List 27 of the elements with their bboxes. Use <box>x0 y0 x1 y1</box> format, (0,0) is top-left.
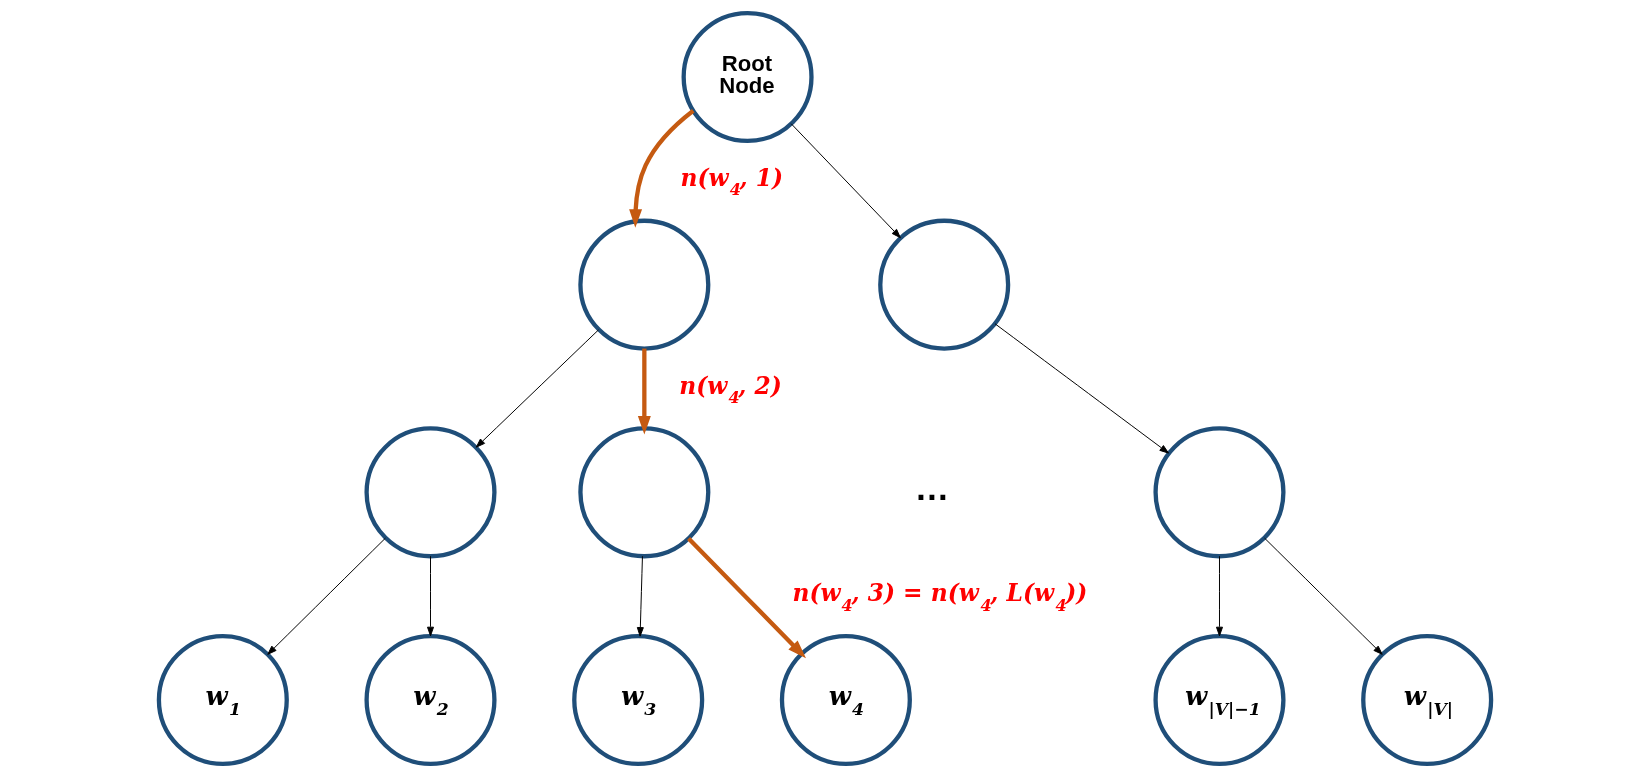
edge-label: n(w$_{4}$, 3) = n(w$_{4}$, L(w$_{4}$)) <box>791 579 1087 615</box>
arrow <box>1215 555 1223 637</box>
node-circle: Root Node <box>681 10 814 143</box>
node-circle: w$_{4}$ <box>779 634 912 767</box>
node-circle <box>577 426 710 559</box>
arrow <box>426 555 434 637</box>
arrow <box>1263 537 1383 655</box>
arrow <box>994 323 1169 454</box>
node-circle <box>1152 426 1286 559</box>
node-circle: w$_{1}$ <box>156 634 289 767</box>
node-circle <box>577 218 710 351</box>
node-circle: w$_{2}$ <box>363 634 497 767</box>
arrow <box>637 348 651 435</box>
node-circle: w$_{|V|}$ <box>1360 634 1493 767</box>
node-circle: w$_{3}$ <box>571 634 704 767</box>
arrow <box>790 123 901 239</box>
arrow <box>636 555 644 637</box>
node-circle <box>363 426 497 559</box>
label: … <box>914 468 949 507</box>
arrow <box>266 537 386 655</box>
edge-label: n(w$_{4}$, 2) <box>678 371 782 408</box>
node-circle: w$_{|V|−1}$ <box>1152 634 1286 767</box>
arrow <box>628 109 695 228</box>
edge-label: n(w$_{4}$, 1) <box>680 163 783 200</box>
node-circle <box>877 218 1010 351</box>
arrow <box>686 537 806 659</box>
arrow <box>475 329 599 448</box>
